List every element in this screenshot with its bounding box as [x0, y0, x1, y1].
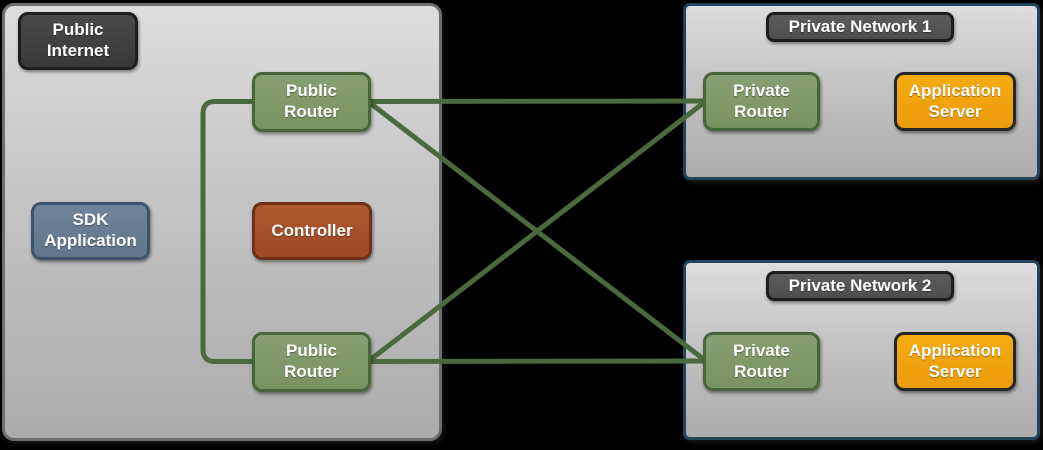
private-router-2-node: Private Router	[703, 332, 820, 391]
private-network-2-badge: Private Network 2	[766, 271, 954, 301]
application-server-2-label: Application Server	[908, 340, 1002, 381]
public-internet-container: Public Internet SDK Application Controll…	[2, 3, 442, 441]
application-server-2-node: Application Server	[894, 332, 1016, 391]
public-router-bottom-node: Public Router	[252, 332, 371, 392]
application-server-1-label: Application Server	[908, 80, 1002, 121]
public-router-top-label: Public Router	[284, 81, 339, 121]
application-server-1-node: Application Server	[894, 72, 1016, 131]
private-network-1-badge: Private Network 1	[766, 12, 954, 42]
private-network-2-container: Private Network 2 Private Router Applica…	[683, 260, 1040, 440]
public-router-top-node: Public Router	[252, 72, 371, 132]
controller-node: Controller	[252, 202, 372, 260]
private-network-1-container: Private Network 1 Private Router Applica…	[683, 3, 1040, 180]
sdk-application-label: SDK Application	[44, 210, 137, 250]
sdk-application-node: SDK Application	[31, 202, 150, 260]
private-network-1-label: Private Network 1	[788, 16, 932, 36]
private-router-1-node: Private Router	[703, 72, 820, 131]
public-internet-badge: Public Internet	[18, 12, 138, 70]
private-network-2-label: Private Network 2	[788, 275, 932, 295]
private-router-1-label: Private Router	[733, 80, 790, 121]
private-router-2-label: Private Router	[733, 340, 790, 381]
public-router-bottom-label: Public Router	[284, 341, 339, 381]
controller-label: Controller	[271, 220, 353, 240]
public-internet-label: Public Internet	[46, 20, 110, 60]
